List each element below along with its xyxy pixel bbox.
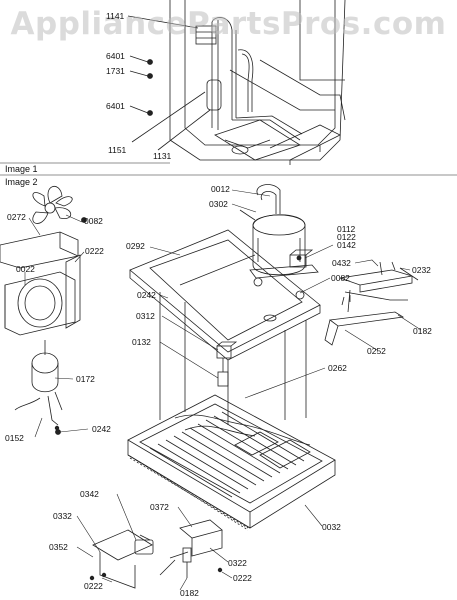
part-label-0322: 0322 (228, 558, 247, 568)
part-label-0132: 0132 (132, 337, 151, 347)
part-label-0272: 0272 (7, 212, 26, 222)
part-label-0222: 0222 (84, 581, 103, 591)
part-label-0152: 0152 (5, 433, 24, 443)
part-label-0182: 0182 (413, 326, 432, 336)
part-label-0342: 0342 (80, 489, 99, 499)
part-label-0172: 0172 (76, 374, 95, 384)
leader-lines (24, 189, 422, 591)
fan-housing (4, 271, 76, 336)
part-label-0012: 0012 (211, 184, 230, 194)
part-label-0022: 0022 (16, 264, 35, 274)
part-label-0332: 0332 (53, 511, 72, 521)
part-label-0432: 0432 (332, 258, 351, 268)
part-label-0252: 0252 (367, 346, 386, 356)
part-label-0262: 0262 (328, 363, 347, 373)
fan-motor (14, 340, 63, 431)
watermark-text: AppliancePartsPros.com (10, 6, 447, 42)
fan-blade (32, 186, 73, 224)
part-label-0242: 0242 (92, 424, 111, 434)
support-posts (159, 292, 307, 425)
caption-image2: Image 2 (5, 177, 38, 187)
part-label-0222: 0222 (85, 246, 104, 256)
part-label-6401: 6401 (106, 51, 125, 61)
thermostat (216, 341, 238, 387)
caption-image1: Image 1 (5, 164, 38, 174)
part-label-0372: 0372 (150, 502, 169, 512)
part-label-0292: 0292 (126, 241, 145, 251)
compressor (239, 184, 319, 300)
part-label-0222: 0222 (233, 573, 252, 583)
defrost-timer-assembly (89, 519, 223, 589)
part-label-0082: 0082 (84, 216, 103, 226)
part-label-6401: 6401 (106, 101, 125, 111)
image1-assembly (127, 0, 346, 165)
part-label-0312: 0312 (136, 311, 155, 321)
part-label-0122: 0122 (337, 232, 356, 242)
part-label-0232: 0232 (412, 265, 431, 275)
part-label-1141: 1141 (106, 11, 125, 21)
part-label-0112: 0112 (337, 224, 356, 234)
part-label-0082: 0082 (331, 273, 350, 283)
base-pan (127, 394, 336, 531)
part-label-0142: 0142 (337, 240, 356, 250)
part-label-0242: 0242 (137, 290, 156, 300)
part-label-0352: 0352 (49, 542, 68, 552)
part-label-1731: 1731 (106, 66, 125, 76)
part-label-0182: 0182 (180, 588, 199, 598)
fan-bracket (0, 231, 81, 329)
part-label-1151: 1151 (108, 145, 127, 155)
part-label-0032: 0032 (322, 522, 341, 532)
wire-harness-assembly (324, 261, 419, 346)
screws (55, 217, 302, 435)
part-label-1131: 1131 (153, 151, 172, 161)
part-label-0302: 0302 (209, 199, 228, 209)
